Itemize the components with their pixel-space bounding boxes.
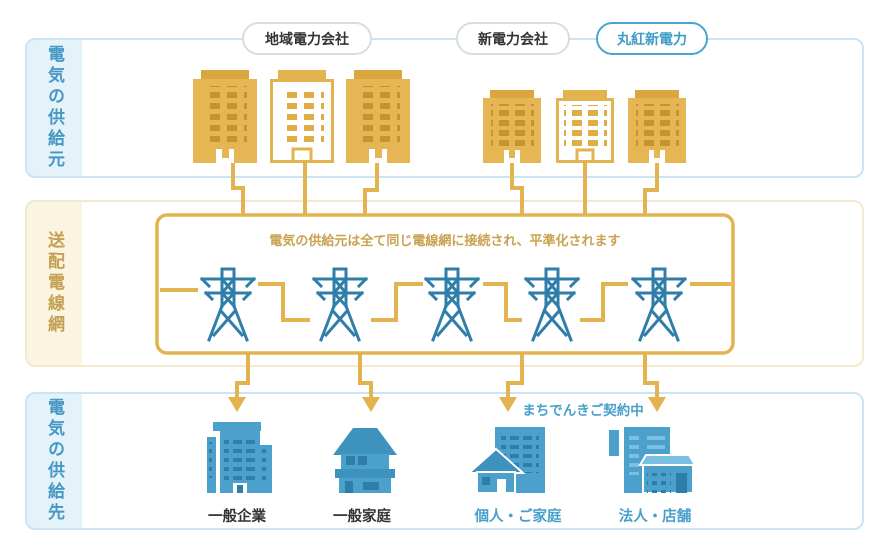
building-icon [193, 70, 257, 163]
section-grid-strip: 送配電線網 [27, 202, 82, 365]
source-to-grid-connector-lines [231, 163, 659, 218]
section-supply-source-strip: 電気の供給元 [27, 40, 82, 176]
new-power-company-buildings [483, 88, 686, 163]
contract-status-note: まちでんきご契約中 [522, 403, 644, 418]
arrow-down-icon [362, 397, 380, 412]
pill-regional-power-company: 地域電力会社 [242, 22, 372, 55]
regional-power-company-buildings [193, 68, 410, 163]
section-supply-destination-strip: 電気の供給先 [27, 394, 82, 528]
building-icon [346, 70, 410, 163]
section-supply-destination-label: 電気の供給先 [45, 398, 64, 524]
building-icon [483, 90, 541, 163]
home-and-apartment-icon [466, 427, 545, 494]
pill-marubeni-new-power: 丸紅新電力 [596, 22, 708, 55]
section-grid-label: 送配電線網 [45, 231, 64, 336]
destination-label-general-company: 一般企業 [208, 509, 266, 525]
grid-to-destination-arrows [235, 353, 659, 398]
building-outline-icon [556, 88, 614, 163]
destination-label-corporate-store: 法人・店舗 [618, 509, 692, 525]
power-line-segments [160, 282, 731, 322]
destination-label-general-household: 一般家庭 [333, 509, 391, 525]
section-supply-source: 電気の供給元 [25, 38, 864, 178]
arrow-down-icon [228, 397, 246, 412]
section-supply-source-label: 電気の供給元 [45, 45, 64, 171]
building-outline-icon [270, 68, 334, 163]
grid-caption: 電気の供給元は全て同じ電線網に接続され、平準化されます [269, 233, 621, 248]
destination-label-individual-home: 個人・ご家庭 [474, 509, 562, 525]
house-icon [333, 428, 397, 493]
office-building-icon [207, 422, 272, 493]
pill-new-power-company: 新電力会社 [456, 22, 570, 55]
building-icon [628, 90, 686, 163]
corporate-store-icon [609, 427, 697, 494]
section-supply-destination: 電気の供給先 [25, 392, 864, 530]
